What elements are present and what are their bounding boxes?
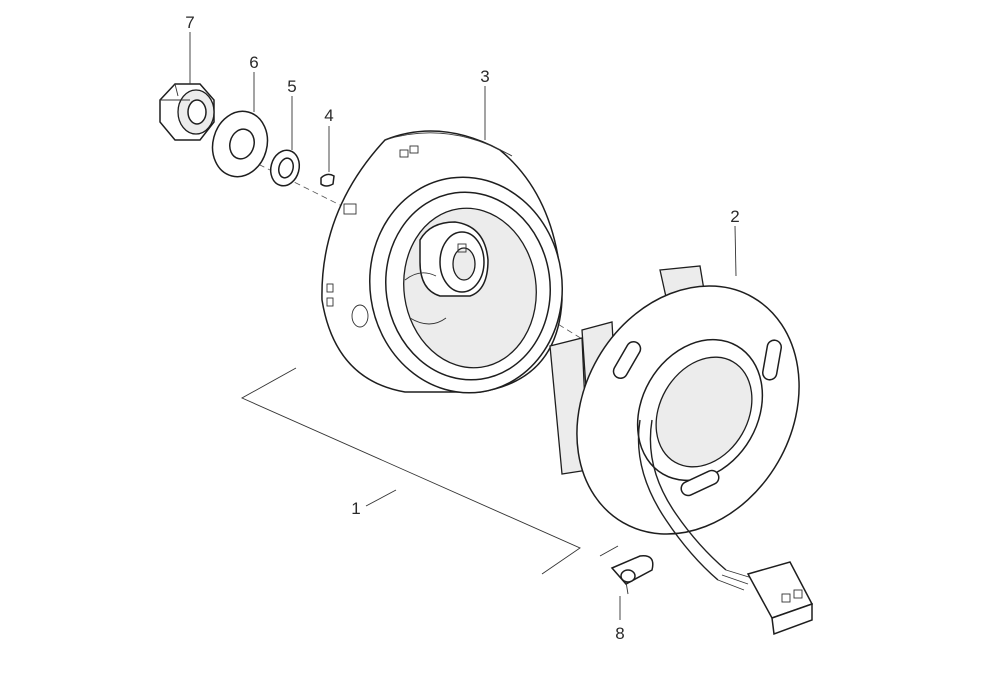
stator-connector bbox=[746, 561, 814, 636]
part-6-washer bbox=[211, 110, 269, 178]
callout-2: 2 bbox=[730, 207, 739, 226]
part-5-lock-ring bbox=[269, 149, 301, 187]
leader-1 bbox=[365, 489, 397, 507]
callout-6: 6 bbox=[249, 53, 258, 72]
callout-3: 3 bbox=[480, 67, 489, 86]
part-3-flywheel-rotor bbox=[321, 130, 563, 394]
part-4-key bbox=[320, 173, 335, 187]
part-8-cable-clamp bbox=[610, 555, 654, 595]
part-2-stator bbox=[549, 265, 800, 591]
callout-7: 7 bbox=[185, 13, 194, 32]
assembly-bracket-1-right bbox=[599, 545, 619, 557]
callout-4: 4 bbox=[324, 106, 333, 125]
part-7-flange-nut bbox=[159, 83, 215, 141]
callout-5: 5 bbox=[287, 77, 296, 96]
leader-2 bbox=[734, 225, 737, 277]
assembly-bracket-1 bbox=[240, 367, 581, 575]
callout-8: 8 bbox=[615, 624, 624, 643]
callout-1: 1 bbox=[351, 499, 360, 518]
